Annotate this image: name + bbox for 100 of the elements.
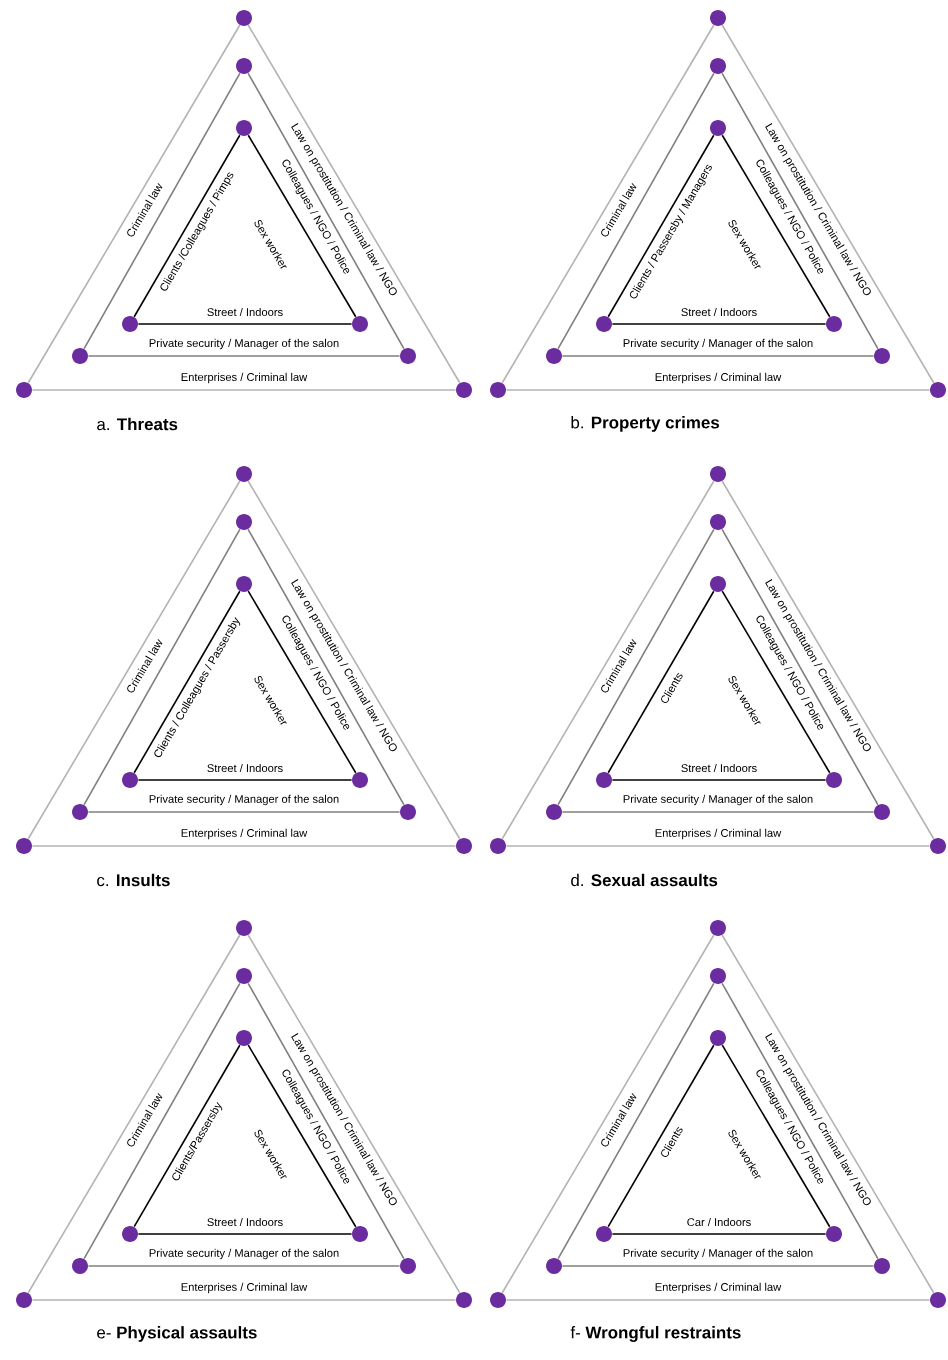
triangle-side	[133, 590, 241, 774]
panel-caption: e- Physical assaults	[97, 1326, 257, 1342]
triangle-side	[247, 528, 405, 806]
triangle-side	[31, 389, 457, 391]
triangle-side	[721, 590, 831, 774]
triangle-side	[83, 528, 241, 806]
vertex-dot	[490, 838, 506, 854]
triangle-side	[505, 389, 931, 391]
triangle-side	[501, 480, 715, 840]
triangle-side	[133, 134, 241, 318]
vertex-dot	[546, 1258, 562, 1274]
vertex-dot	[72, 804, 88, 820]
triangle-side	[611, 779, 827, 781]
triangle-side	[501, 934, 715, 1294]
triangle-side	[611, 1233, 827, 1235]
triangle-side	[137, 1233, 353, 1235]
vertex-dot	[546, 804, 562, 820]
triangle-side	[247, 1044, 357, 1228]
vertex-dot	[236, 968, 252, 984]
vertex-dot	[236, 58, 252, 74]
triangle-side	[607, 1044, 715, 1228]
triangle-side	[611, 323, 827, 325]
vertex-dot	[122, 1226, 138, 1242]
triangle-side	[137, 779, 353, 781]
triangle-side	[133, 1044, 241, 1228]
triangle-side	[87, 355, 401, 357]
vertex-dot	[122, 772, 138, 788]
triangle-side	[721, 480, 935, 840]
triangle-side	[501, 24, 715, 384]
vertex-dot	[456, 382, 472, 398]
vertex-dot	[236, 466, 252, 482]
triangle-side	[247, 480, 461, 840]
vertex-dot	[826, 772, 842, 788]
vertex-dot	[874, 348, 890, 364]
vertex-dot	[596, 772, 612, 788]
triangle-side	[557, 72, 715, 350]
triangle-side	[27, 934, 241, 1294]
vertex-dot	[710, 58, 726, 74]
triangle-side	[721, 1044, 831, 1228]
triangle-side	[505, 845, 931, 847]
vertex-dot	[400, 1258, 416, 1274]
vertex-dot	[874, 804, 890, 820]
triangle-side	[31, 1299, 457, 1301]
triangle-side	[247, 934, 461, 1294]
vertex-dot	[16, 838, 32, 854]
vertex-dot	[596, 316, 612, 332]
triangle-side	[247, 134, 357, 318]
vertex-dot	[352, 316, 368, 332]
panel-caption: b. Property crimes	[571, 416, 720, 432]
vertex-dot	[710, 968, 726, 984]
triangle-side	[87, 811, 401, 813]
vertex-dot	[710, 120, 726, 136]
vertex-dot	[710, 576, 726, 592]
triangle-side	[31, 845, 457, 847]
vertex-dot	[596, 1226, 612, 1242]
vertex-dot	[710, 10, 726, 26]
triangle-side	[137, 323, 353, 325]
triangle-side	[721, 528, 879, 806]
vertex-dot	[400, 348, 416, 364]
vertex-dot	[16, 382, 32, 398]
triangle-side	[607, 590, 715, 774]
triangle-side	[27, 480, 241, 840]
triangle-side	[557, 982, 715, 1260]
panel-caption: c. Insults	[97, 873, 170, 887]
vertex-dot	[16, 1292, 32, 1308]
vertex-dot	[710, 514, 726, 530]
triangle-side	[83, 72, 241, 350]
triangle-side	[87, 1265, 401, 1267]
vertex-dot	[236, 10, 252, 26]
vertex-dot	[352, 1226, 368, 1242]
triangle-side	[561, 355, 875, 357]
vertex-dot	[236, 120, 252, 136]
triangle-side	[27, 24, 241, 384]
vertex-dot	[874, 1258, 890, 1274]
triangle-side	[721, 24, 935, 384]
vertex-dot	[930, 838, 946, 854]
vertex-dot	[710, 466, 726, 482]
vertex-dot	[236, 1030, 252, 1046]
panel-caption: a. Threats	[97, 417, 178, 431]
triangle-side	[557, 528, 715, 806]
triangle-side	[607, 134, 715, 318]
triangle-side	[247, 590, 357, 774]
vertex-dot	[710, 920, 726, 936]
triangle-side	[721, 934, 935, 1294]
vertex-dot	[490, 382, 506, 398]
vertex-dot	[236, 920, 252, 936]
triangle-side	[721, 72, 879, 350]
triangle-side	[721, 982, 879, 1260]
vertex-dot	[546, 348, 562, 364]
vertex-dot	[456, 838, 472, 854]
vertex-dot	[930, 1292, 946, 1308]
triangle-side	[247, 72, 405, 350]
triangle-side	[561, 1265, 875, 1267]
triangle-side	[247, 982, 405, 1260]
vertex-dot	[456, 1292, 472, 1308]
panel-caption: f- Wrongful restraints	[570, 1326, 741, 1342]
triangle-side	[247, 24, 461, 384]
vertex-dot	[236, 576, 252, 592]
triangle-side	[561, 811, 875, 813]
panel-caption: d. Sexual assaults	[571, 873, 718, 887]
